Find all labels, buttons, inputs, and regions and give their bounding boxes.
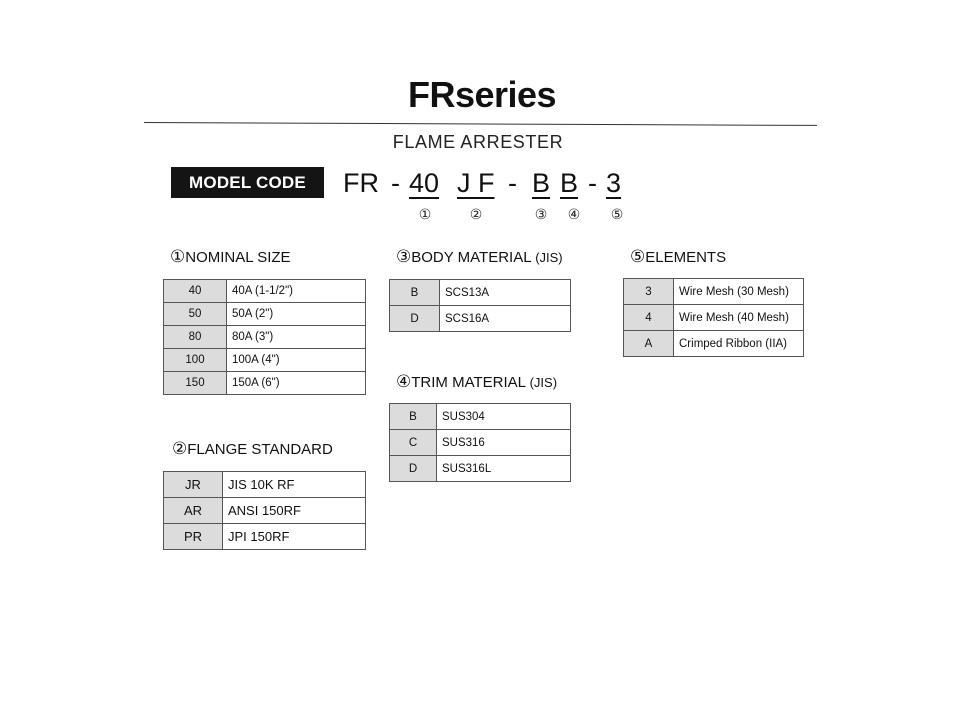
table-row: PR JPI 150RF xyxy=(163,523,366,550)
value-cell: SCS13A xyxy=(439,279,571,306)
title-divider xyxy=(143,122,817,126)
table-row: 80 80A (3") xyxy=(163,325,366,349)
model-code-body: B xyxy=(532,168,551,198)
value-cell: SCS16A xyxy=(439,305,571,332)
value-cell: 150A (6") xyxy=(226,371,366,395)
model-code-element: 3 xyxy=(606,168,622,198)
nominal-size-heading: ①NOMINAL SIZE xyxy=(170,247,291,267)
body-material-table: B SCS13A D SCS16A xyxy=(389,279,571,332)
model-code-separator: - xyxy=(391,168,400,198)
value-cell: JPI 150RF xyxy=(222,523,366,550)
table-row: 3 Wire Mesh (30 Mesh) xyxy=(623,278,804,305)
code-cell: C xyxy=(389,429,437,456)
value-cell: SUS316L xyxy=(436,455,571,482)
table-row: 4 Wire Mesh (40 Mesh) xyxy=(623,304,804,331)
code-cell: D xyxy=(389,305,440,332)
model-code-prefix: FR xyxy=(343,168,379,198)
table-row: C SUS316 xyxy=(389,429,571,456)
model-code-size: 40 xyxy=(409,168,440,198)
value-cell: 50A (2") xyxy=(226,302,366,326)
code-cell: D xyxy=(389,455,437,482)
value-cell: JIS 10K RF xyxy=(222,471,366,498)
code-cell: 3 xyxy=(623,278,674,305)
table-row: 40 40A (1-1/2") xyxy=(163,279,366,303)
code-cell: JR xyxy=(163,471,223,498)
code-cell: B xyxy=(389,279,440,306)
model-code-trim: B xyxy=(560,168,579,198)
code-cell: 80 xyxy=(163,325,227,349)
nominal-size-table: 40 40A (1-1/2") 50 50A (2") 80 80A (3") … xyxy=(163,279,366,395)
value-cell: Wire Mesh (40 Mesh) xyxy=(673,304,804,331)
position-marker-1: ① xyxy=(418,207,432,223)
elements-table: 3 Wire Mesh (30 Mesh) 4 Wire Mesh (40 Me… xyxy=(623,278,804,357)
value-cell: SUS316 xyxy=(436,429,571,456)
model-code-separator: - xyxy=(588,168,597,198)
model-code-separator: - xyxy=(508,168,517,198)
position-marker-5: ⑤ xyxy=(610,207,624,223)
code-cell: 150 xyxy=(163,371,227,395)
table-row: 150 150A (6") xyxy=(163,371,366,395)
code-cell: PR xyxy=(163,523,223,550)
code-cell: A xyxy=(623,330,674,357)
model-code-flange: J F xyxy=(457,168,495,198)
flange-standard-heading: ②FLANGE STANDARD xyxy=(172,439,333,459)
table-row: JR JIS 10K RF xyxy=(163,471,366,498)
table-row: B SUS304 xyxy=(389,403,571,430)
model-code-label: MODEL CODE xyxy=(171,167,324,198)
code-cell: B xyxy=(389,403,437,430)
code-cell: 50 xyxy=(163,302,227,326)
table-row: 100 100A (4") xyxy=(163,348,366,372)
page-subtitle: FLAME ARRESTER xyxy=(392,132,564,152)
table-row: AR ANSI 150RF xyxy=(163,497,366,524)
table-row: D SUS316L xyxy=(389,455,571,482)
value-cell: Wire Mesh (30 Mesh) xyxy=(673,278,804,305)
value-cell: 40A (1-1/2") xyxy=(226,279,366,303)
position-marker-4: ④ xyxy=(567,207,581,223)
page-title: FRseries xyxy=(407,74,557,115)
value-cell: Crimped Ribbon (IIA) xyxy=(673,330,804,357)
trim-material-table: B SUS304 C SUS316 D SUS316L xyxy=(389,403,571,482)
code-cell: 100 xyxy=(163,348,227,372)
value-cell: 100A (4") xyxy=(226,348,366,372)
table-row: D SCS16A xyxy=(389,305,571,332)
table-row: 50 50A (2") xyxy=(163,302,366,326)
value-cell: ANSI 150RF xyxy=(222,497,366,524)
trim-material-heading: ④TRIM MATERIAL (JIS) xyxy=(396,372,558,392)
code-cell: 4 xyxy=(623,304,674,331)
code-cell: 40 xyxy=(163,279,227,303)
value-cell: SUS304 xyxy=(436,403,571,430)
body-material-heading: ③BODY MATERIAL (JIS) xyxy=(396,247,563,267)
position-marker-2: ② xyxy=(469,207,483,223)
value-cell: 80A (3") xyxy=(226,325,366,349)
table-row: B SCS13A xyxy=(389,279,571,306)
elements-heading: ⑤ELEMENTS xyxy=(630,247,727,267)
table-row: A Crimped Ribbon (IIA) xyxy=(623,330,804,357)
position-marker-3: ③ xyxy=(534,207,548,223)
code-cell: AR xyxy=(163,497,223,524)
flange-standard-table: JR JIS 10K RF AR ANSI 150RF PR JPI 150RF xyxy=(163,471,366,550)
